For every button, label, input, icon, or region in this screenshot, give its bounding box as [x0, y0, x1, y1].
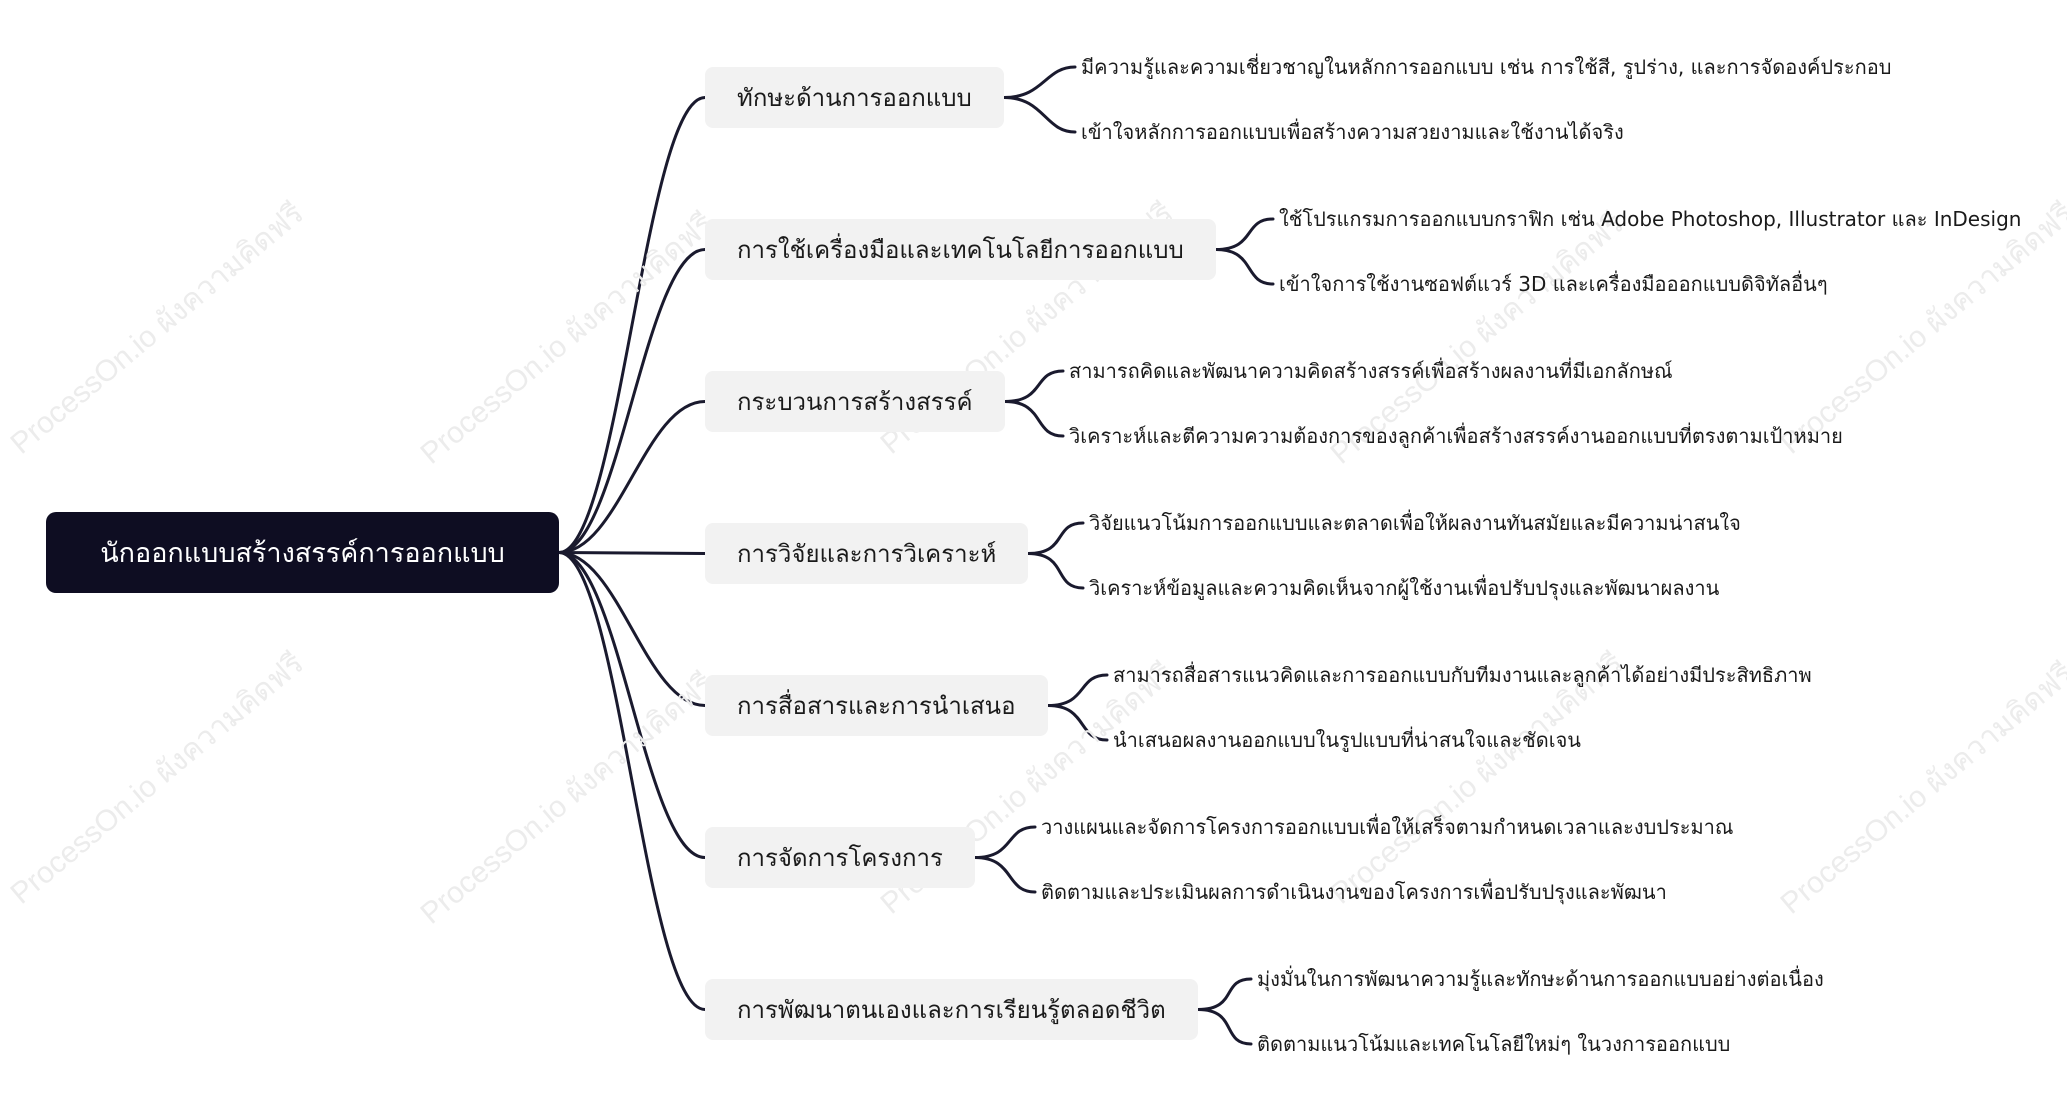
connector-curve — [1196, 1008, 1253, 1046]
leaf-node[interactable]: ใช้โปรแกรมการออกแบบกราฟิก เช่น Adobe Pho… — [1279, 207, 2022, 231]
root-node-label: นักออกแบบสร้างสรรค์การออกแบบ — [100, 538, 505, 569]
leaf-node[interactable]: วิเคราะห์และตีความความต้องการของลูกค้าเพ… — [1069, 424, 1843, 448]
root-node[interactable]: นักออกแบบสร้างสรรค์การออกแบบ — [46, 512, 559, 593]
connector-curve — [557, 96, 707, 554]
leaf-node[interactable]: ติดตามและประเมินผลการดำเนินงานของโครงการ… — [1041, 880, 1667, 904]
connector-curve — [557, 551, 707, 555]
branch-node-project-management[interactable]: การจัดการโครงการ — [705, 827, 975, 888]
connector-curve — [1046, 673, 1109, 707]
connector-curve — [1046, 704, 1109, 742]
leaf-node[interactable]: วิจัยแนวโน้มการออกแบบและตลาดเพื่อให้ผลงา… — [1089, 511, 1741, 535]
connector-curve — [557, 248, 707, 554]
branch-node-design-tools[interactable]: การใช้เครื่องมือและเทคโนโลยีการออกแบบ — [705, 219, 1216, 280]
connector-curve — [1196, 977, 1253, 1011]
leaf-node[interactable]: นำเสนอผลงานออกแบบในรูปแบบที่น่าสนใจและชั… — [1113, 728, 1581, 752]
connector-curve — [1026, 552, 1085, 590]
connector-curve — [1003, 400, 1065, 438]
connector-curve — [1003, 369, 1065, 403]
connector-curve — [1214, 248, 1275, 286]
connector-curve — [1002, 96, 1077, 134]
connector-curve — [557, 551, 707, 859]
branch-label: ทักษะด้านการออกแบบ — [737, 84, 972, 112]
connector-curve — [1214, 217, 1275, 251]
branch-label: กระบวนการสร้างสรรค์ — [737, 388, 973, 416]
leaf-node[interactable]: วิเคราะห์ข้อมูลและความคิดเห็นจากผู้ใช้งา… — [1089, 576, 1720, 600]
leaf-node[interactable]: เข้าใจการใช้งานซอฟต์แวร์ 3D และเครื่องมื… — [1279, 272, 1828, 296]
branch-node-communication-presentation[interactable]: การสื่อสารและการนำเสนอ — [705, 675, 1048, 736]
branch-label: การวิจัยและการวิเคราะห์ — [737, 540, 997, 568]
leaf-node[interactable]: เข้าใจหลักการออกแบบเพื่อสร้างความสวยงามแ… — [1081, 120, 1624, 144]
branch-label: การใช้เครื่องมือและเทคโนโลยีการออกแบบ — [737, 236, 1184, 264]
branch-label: การพัฒนาตนเองและการเรียนรู้ตลอดชีวิต — [737, 996, 1166, 1024]
connector-curve — [557, 551, 707, 1011]
leaf-node[interactable]: ติดตามแนวโน้มและเทคโนโลยีใหม่ๆ ในวงการออ… — [1257, 1032, 1731, 1056]
branch-label: การสื่อสารและการนำเสนอ — [737, 692, 1016, 720]
connector-curve — [973, 856, 1037, 894]
branch-node-design-skills[interactable]: ทักษะด้านการออกแบบ — [705, 67, 1004, 128]
connector-curve — [1026, 521, 1085, 555]
connector-curve — [557, 400, 707, 554]
branch-node-creative-process[interactable]: กระบวนการสร้างสรรค์ — [705, 371, 1005, 432]
branch-node-lifelong-learning[interactable]: การพัฒนาตนเองและการเรียนรู้ตลอดชีวิต — [705, 979, 1198, 1040]
branch-node-research-analysis[interactable]: การวิจัยและการวิเคราะห์ — [705, 523, 1029, 584]
connector-curve — [1002, 65, 1077, 99]
leaf-node[interactable]: มุ่งมั่นในการพัฒนาความรู้และทักษะด้านการ… — [1257, 967, 1824, 991]
leaf-node[interactable]: วางแผนและจัดการโครงการออกแบบเพื่อให้เสร็… — [1041, 815, 1734, 839]
branch-label: การจัดการโครงการ — [737, 844, 943, 872]
leaf-node[interactable]: สามารถสื่อสารแนวคิดและการออกแบบกับทีมงาน… — [1113, 663, 1812, 687]
connector-curve — [557, 551, 707, 707]
leaf-node[interactable]: สามารถคิดและพัฒนาความคิดสร้างสรรค์เพื่อส… — [1069, 359, 1673, 383]
connector-curve — [973, 825, 1037, 859]
leaf-node[interactable]: มีความรู้และความเชี่ยวชาญในหลักการออกแบบ… — [1081, 55, 1892, 79]
